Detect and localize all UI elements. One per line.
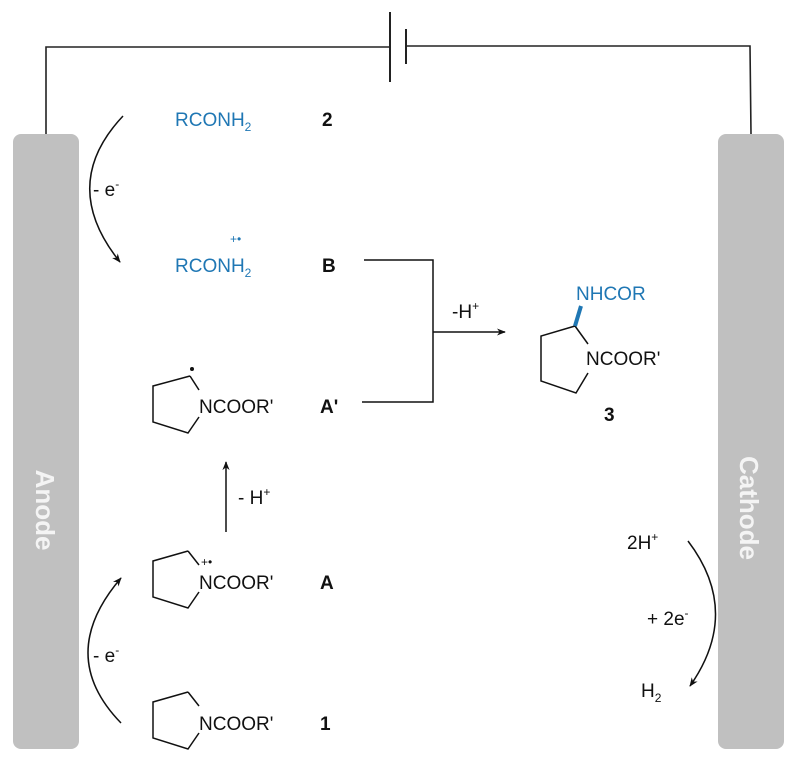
cathode-electrode: Cathode <box>718 134 784 749</box>
radical-cation-charge: +• <box>201 555 212 569</box>
pyrrolidine-ring <box>540 325 589 394</box>
deprotonation-label: - H+ <box>238 485 270 509</box>
cathode-reaction: 2H+ + 2e- H2 <box>627 530 717 705</box>
intermediate-label-B: B <box>322 256 336 277</box>
compound-label-3: 3 <box>604 405 615 426</box>
curved-arrow-amide-oxidation <box>89 115 124 263</box>
pyrrolidine-ring <box>152 550 200 609</box>
amide-oxidation-label: - e- <box>93 177 119 201</box>
radical-A-prime: NCOOR' A' <box>152 367 338 434</box>
radical-cation-group: NCOOR' <box>199 573 273 594</box>
radical-dot <box>190 367 194 371</box>
intermediate-label-A: A <box>320 573 334 594</box>
anode-electrode: Anode <box>13 134 79 749</box>
cathode-electrons: + 2e- <box>647 606 689 630</box>
carbamate-group: NCOOR' <box>199 714 273 735</box>
compound-label-2: 2 <box>322 110 333 131</box>
cathode-label: Cathode <box>734 456 764 560</box>
amide-radical-cation-formula: RCONH2 <box>175 256 252 280</box>
pyrrolidine-ring <box>152 375 200 434</box>
wedge-bond <box>573 305 583 327</box>
coupling-label: -H+ <box>452 299 479 323</box>
curved-arrow-reduction <box>687 540 717 687</box>
carbamate-oxidation-label: - e- <box>93 643 119 667</box>
radical-cation-A: +• NCOOR' A <box>152 550 334 609</box>
anode-label: Anode <box>30 470 60 551</box>
amide-2: RCONH2 2 <box>175 110 333 134</box>
coupling-bracket: -H+ <box>362 259 506 403</box>
circuit-wire <box>45 45 752 135</box>
battery-icon <box>389 12 407 82</box>
amide-formula: RCONH2 <box>175 110 252 134</box>
pyrrolidine-ring <box>152 691 200 750</box>
cathode-product: H2 <box>641 681 662 705</box>
carbamate-1: NCOOR' 1 <box>152 691 331 750</box>
intermediate-label-A-prime: A' <box>320 397 338 418</box>
curved-arrow-carbamate-oxidation <box>87 577 122 724</box>
compound-label-1: 1 <box>320 714 331 735</box>
product-group: NCOOR' <box>586 349 660 370</box>
radical-group: NCOOR' <box>199 397 273 418</box>
amide-radical-cation-B: +• RCONH2 B <box>175 232 336 280</box>
radical-cation-charge: +• <box>230 232 241 246</box>
product-substituent: NHCOR <box>576 284 646 305</box>
product-3: NHCOR NCOOR' 3 <box>540 284 660 426</box>
cathode-reactant: 2H+ <box>627 530 658 554</box>
